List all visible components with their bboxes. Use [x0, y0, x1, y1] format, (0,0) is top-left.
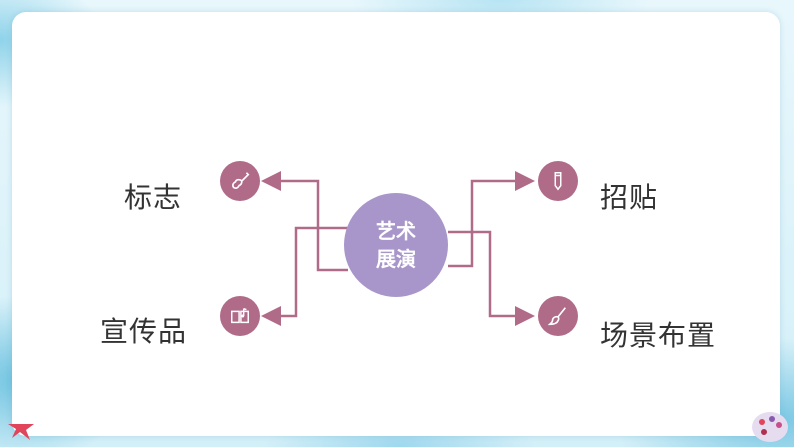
center-node: 艺术 展演 — [344, 193, 448, 297]
connector-to-zhaotie — [448, 171, 535, 268]
center-line-2: 展演 — [376, 247, 416, 271]
connector-to-changjing — [448, 230, 535, 326]
palette-icon — [752, 412, 788, 442]
music-book-icon — [220, 296, 260, 336]
node-label-xuanchuanpin: 宣传品 — [100, 315, 188, 348]
pencil-icon — [538, 161, 578, 201]
center-line-1: 艺术 — [376, 219, 416, 243]
node-label-zhaotie: 招贴 — [600, 181, 659, 214]
connector-to-xuanchuanpin — [261, 226, 348, 326]
node-label-changjing: 场景布置 — [600, 319, 717, 352]
brush-icon — [538, 296, 578, 336]
corner-logo-icon — [8, 424, 34, 440]
connector-to-biaozhi — [261, 171, 348, 272]
node-label-biaozhi: 标志 — [124, 181, 183, 214]
guitar-icon — [220, 161, 260, 201]
